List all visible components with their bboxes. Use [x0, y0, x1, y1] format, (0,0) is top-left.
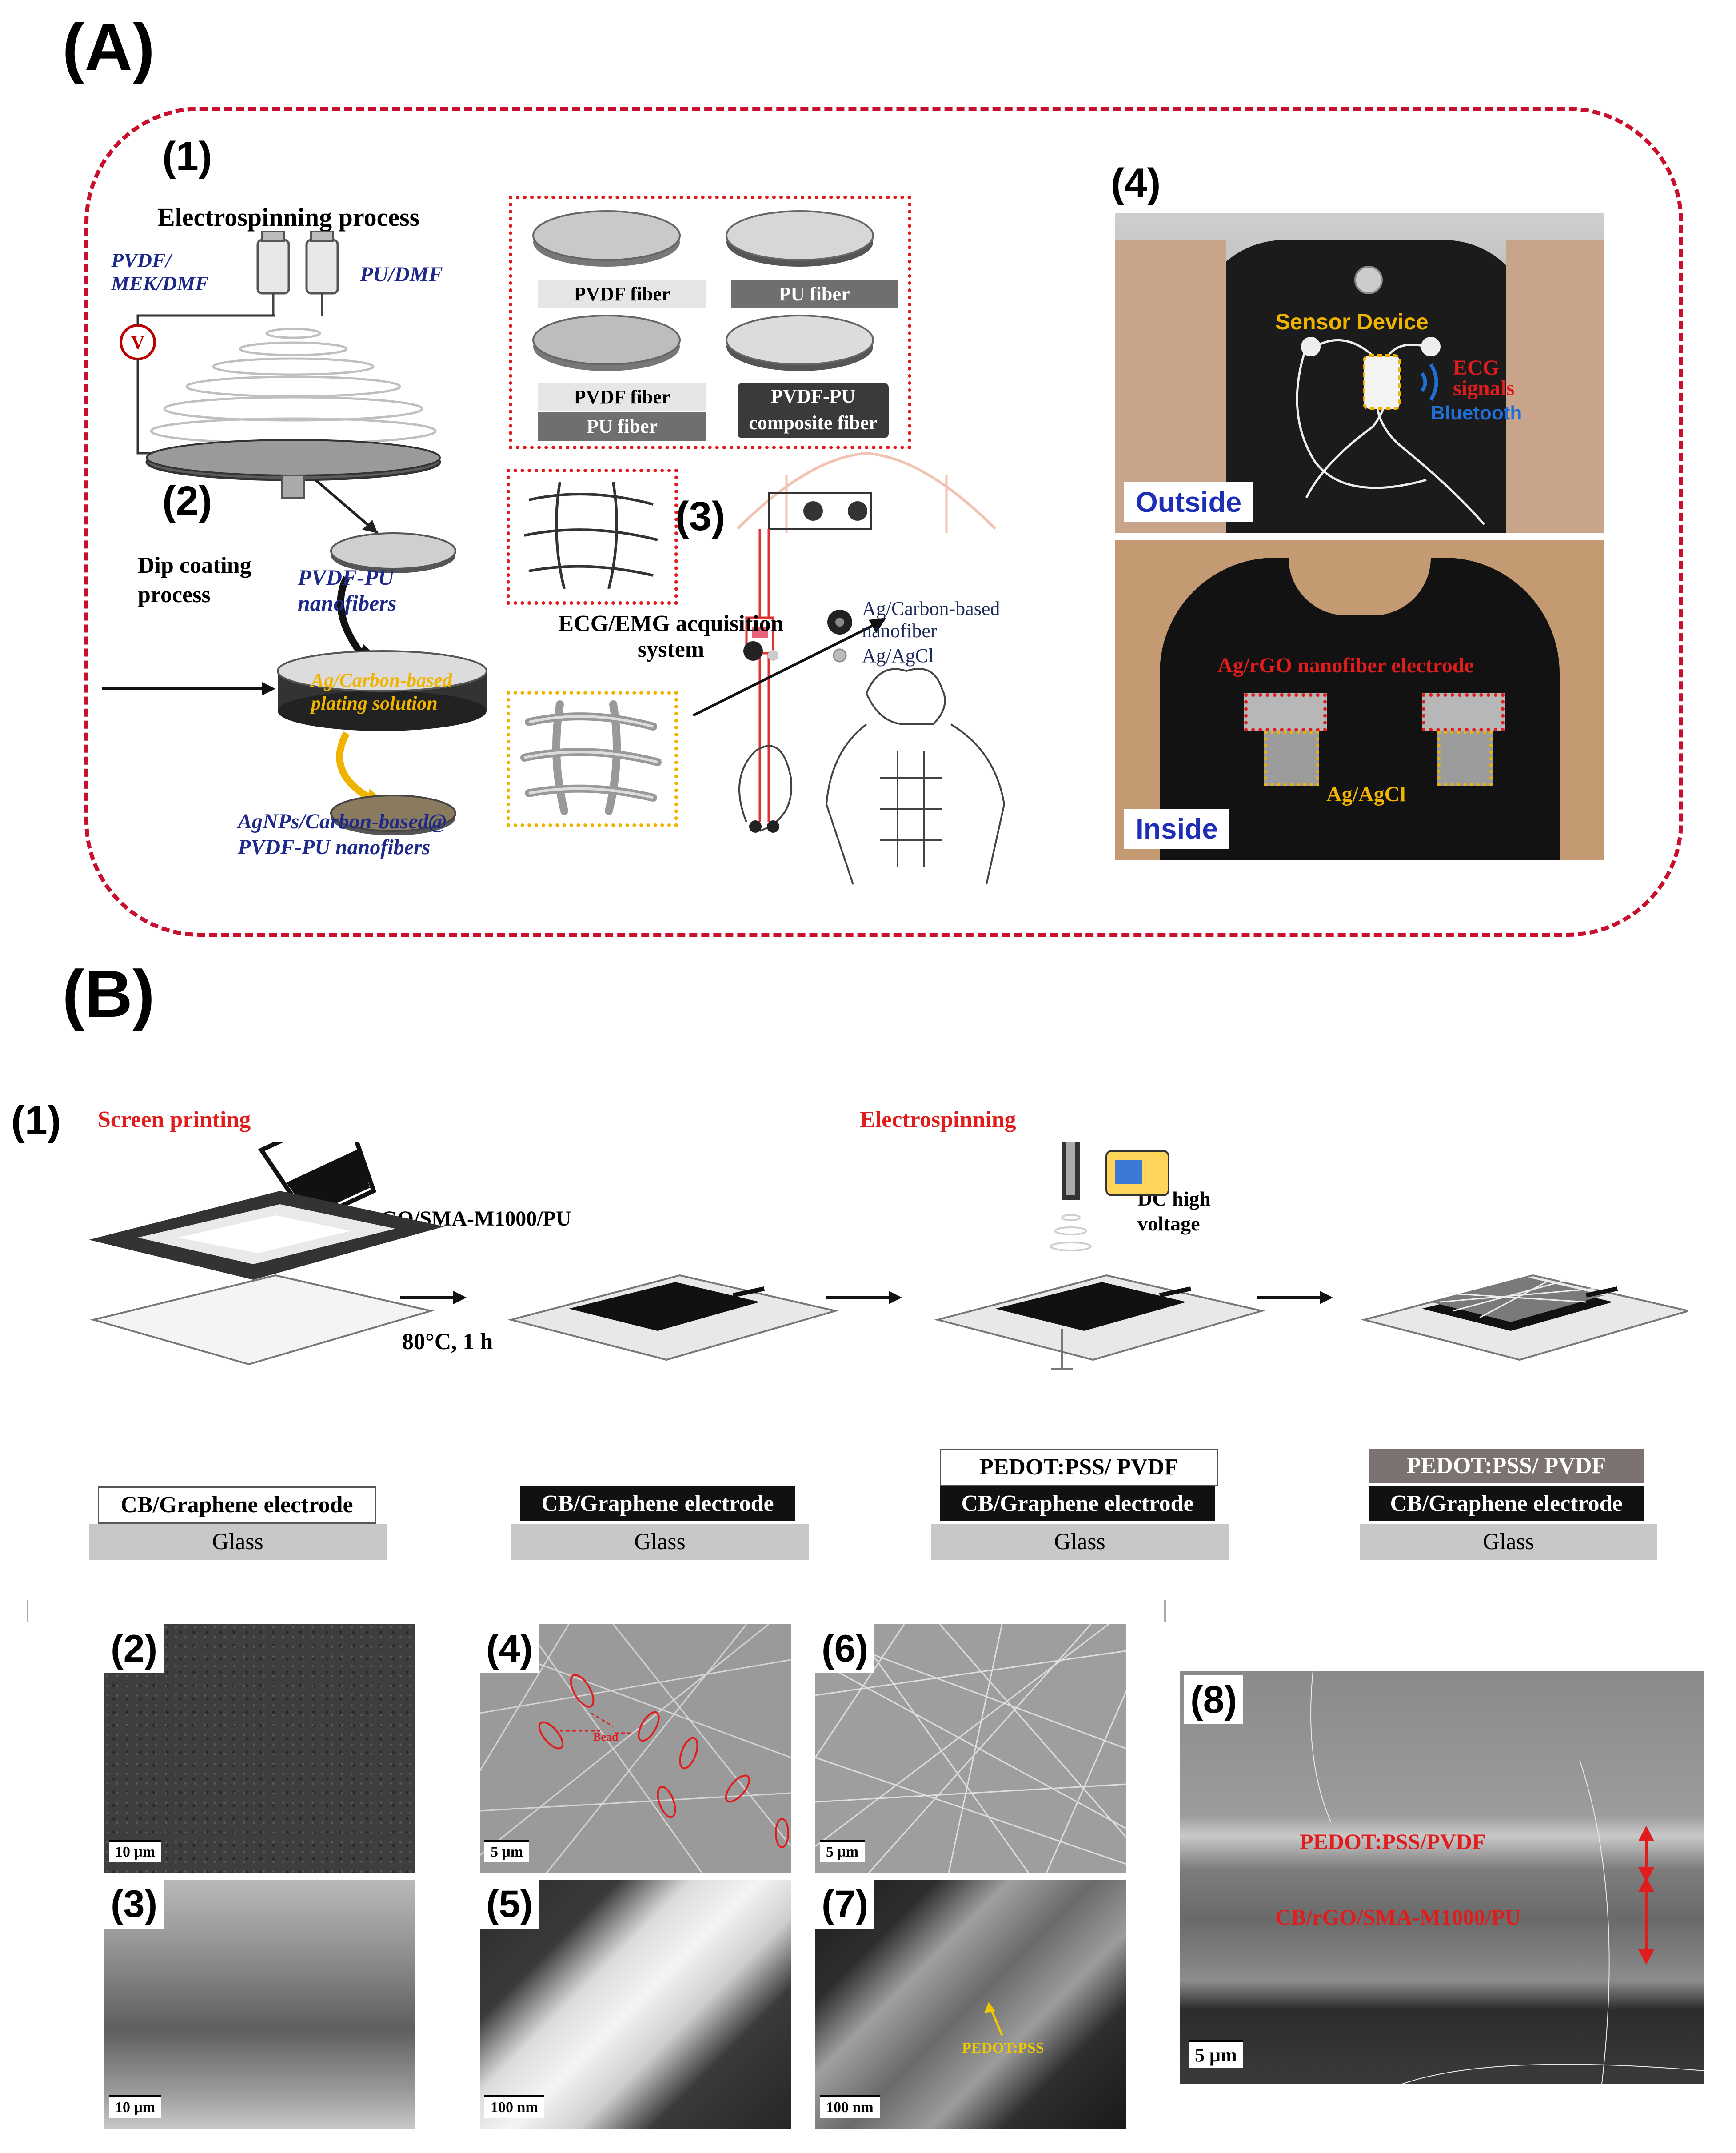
stack3-glass: Glass: [931, 1524, 1229, 1560]
stack1-glass: Glass: [89, 1524, 387, 1560]
panel-b-step-1-label: (1): [11, 1098, 61, 1143]
stack4-glass: Glass: [1360, 1524, 1657, 1560]
electrospinning-setup-illustration: V: [120, 231, 441, 533]
stack-pvdf-fiber-label: PVDF fiber: [538, 383, 706, 411]
acquisition-system-label: ECG/EMG acquisition system: [558, 611, 784, 662]
sem-7-annotation-arrow: [984, 2002, 1003, 2036]
svg-text:V: V: [131, 333, 144, 353]
acquisition-arrow: [692, 618, 886, 717]
arm-right: [1506, 240, 1604, 533]
legend-nanofiber-label: Ag/Carbon-based nanofiber: [862, 598, 1000, 642]
sem-4-fibers: Bead: [480, 1624, 791, 1873]
sem-4-label: (4): [480, 1624, 539, 1673]
electrospinning-title: Electrospinning process: [158, 203, 420, 232]
sem-7-scale: 100 nm: [820, 2095, 880, 2118]
agcl-left: [1264, 731, 1319, 786]
step-3-label: (3): [675, 494, 726, 539]
legend-agcl-label: Ag/AgCl: [862, 645, 934, 667]
coated-fiber-mesh: [520, 700, 662, 815]
svg-text:Bead: Bead: [593, 1730, 619, 1743]
photo-outside: Sensor Device ECG signals Bluetooth Outs…: [1115, 213, 1604, 533]
result-nanofibers-label: AgNPs/Carbon-based@ PVDF-PU nanofibers: [238, 810, 447, 859]
dip-coating-illustration: [102, 532, 487, 835]
fiber-types-box: [509, 196, 911, 449]
fiber-disks-illustration: [532, 210, 874, 371]
sem-2-scale: 10 μm: [109, 1840, 162, 1862]
sem-8-bottom-layer-label: CB/rGO/SMA-M1000/PU: [1275, 1905, 1521, 1929]
bluetooth-label: Bluetooth: [1431, 402, 1522, 424]
sem-2-image: (2) 10 μm: [104, 1624, 415, 1873]
pvdf-fiber-label: PVDF fiber: [538, 280, 706, 308]
stack4-electrode: CB/Graphene electrode: [1369, 1486, 1644, 1521]
sem-6-image: (6) 5 μm: [815, 1624, 1126, 1873]
step-1-label: (1): [162, 134, 212, 179]
screen-printing-label: Screen printing: [98, 1107, 251, 1132]
electrode-left: [1244, 693, 1327, 731]
stack4-pedot-layer: PEDOT:PSS/ PVDF: [1369, 1449, 1644, 1483]
sensor-device-label: Sensor Device: [1275, 309, 1429, 334]
sem-6-fibers: [815, 1624, 1126, 1873]
panel-a-frame: [84, 107, 1683, 937]
outside-tag: Outside: [1124, 482, 1253, 522]
sem-7-image: PEDOT:PSS (7) 100 nm: [815, 1880, 1126, 2129]
sem-5-image: (5) 100 nm: [480, 1880, 791, 2129]
stack2-glass: Glass: [511, 1524, 809, 1560]
dip-coating-label: Dip coating process: [138, 553, 251, 607]
sem-8-label: (8): [1184, 1675, 1244, 1724]
sem-3-image: (3) 10 μm: [104, 1880, 415, 2129]
sem-7-label: (7): [815, 1880, 875, 1929]
pvdf-pu-nanofibers-label: PVDF-PU nanofibers: [298, 565, 397, 615]
sem-5-scale: 100 nm: [484, 2095, 544, 2118]
fabrication-flow-illustration: [89, 1142, 1688, 1370]
stack1-electrode: CB/Graphene electrode: [98, 1486, 376, 1524]
sem-8-image: PEDOT:PSS/PVDF CB/rGO/SMA-M1000/PU (8) 5…: [1180, 1671, 1704, 2084]
sem-3-scale: 10 μm: [109, 2095, 162, 2118]
ecg-signals-label: ECG signals: [1453, 356, 1515, 400]
step-4-label: (4): [1111, 160, 1161, 206]
stack3-pedot-layer: PEDOT:PSS/ PVDF: [940, 1449, 1218, 1486]
sem-6-label: (6): [815, 1624, 875, 1673]
plating-solution-label: Ag/Carbon-based plating solution: [311, 669, 452, 714]
legend-markers: [827, 610, 852, 663]
solution-pu-label: PU/DMF: [360, 263, 443, 286]
step-2-label: (2): [162, 478, 212, 523]
electrospinning-b-label: Electrospinning: [860, 1107, 1016, 1132]
magnified-fiber-box-coated: [507, 691, 678, 827]
solution-pvdf-label: PVDF/ MEK/DMF: [111, 249, 209, 295]
sem-8-scale: 5 μm: [1189, 2040, 1243, 2068]
pu-fiber-label: PU fiber: [731, 280, 898, 308]
sem-8-top-layer-label: PEDOT:PSS/PVDF: [1300, 1829, 1486, 1854]
agcl-inside-label: Ag/AgCl: [1326, 783, 1406, 806]
composite-fiber-label: PVDF-PU composite fiber: [738, 383, 889, 438]
stack3-electrode: CB/Graphene electrode: [940, 1486, 1215, 1521]
divider-tick-right: [1164, 1600, 1166, 1622]
electrode-right: [1422, 693, 1505, 731]
sem-6-scale: 5 μm: [820, 1840, 865, 1862]
sem-2-label: (2): [104, 1624, 164, 1673]
divider-tick-left: [27, 1600, 28, 1622]
electrode-label: Ag/rGO nanofiber electrode: [1217, 654, 1474, 677]
sem-7-annotation: PEDOT:PSS: [962, 2040, 1044, 2056]
sem-4-scale: 5 μm: [484, 1840, 530, 1862]
body-acquisition-illustration: [736, 451, 1006, 885]
stack2-electrode: CB/Graphene electrode: [520, 1486, 795, 1521]
sensor-wiring: [1296, 266, 1485, 525]
stack-pu-fiber-label: PU fiber: [538, 412, 706, 441]
panel-a-label: (A): [62, 10, 155, 84]
magnified-fiber-box-plain: [507, 469, 678, 605]
inside-tag: Inside: [1124, 809, 1229, 849]
sem-3-label: (3): [104, 1880, 164, 1929]
agcl-right: [1437, 731, 1493, 786]
photo-inside: Ag/rGO nanofiber electrode Ag/AgCl Insid…: [1115, 540, 1604, 860]
cure-condition-label: 80°C, 1 h: [402, 1329, 493, 1354]
panel-b-label: (B): [62, 956, 155, 1031]
sem-4-image: Bead (4) 5 μm: [480, 1624, 791, 1873]
sem-8-thickness-markers: [1310, 1671, 1704, 2084]
sem-5-label: (5): [480, 1880, 539, 1929]
plain-fiber-mesh: [524, 482, 658, 589]
